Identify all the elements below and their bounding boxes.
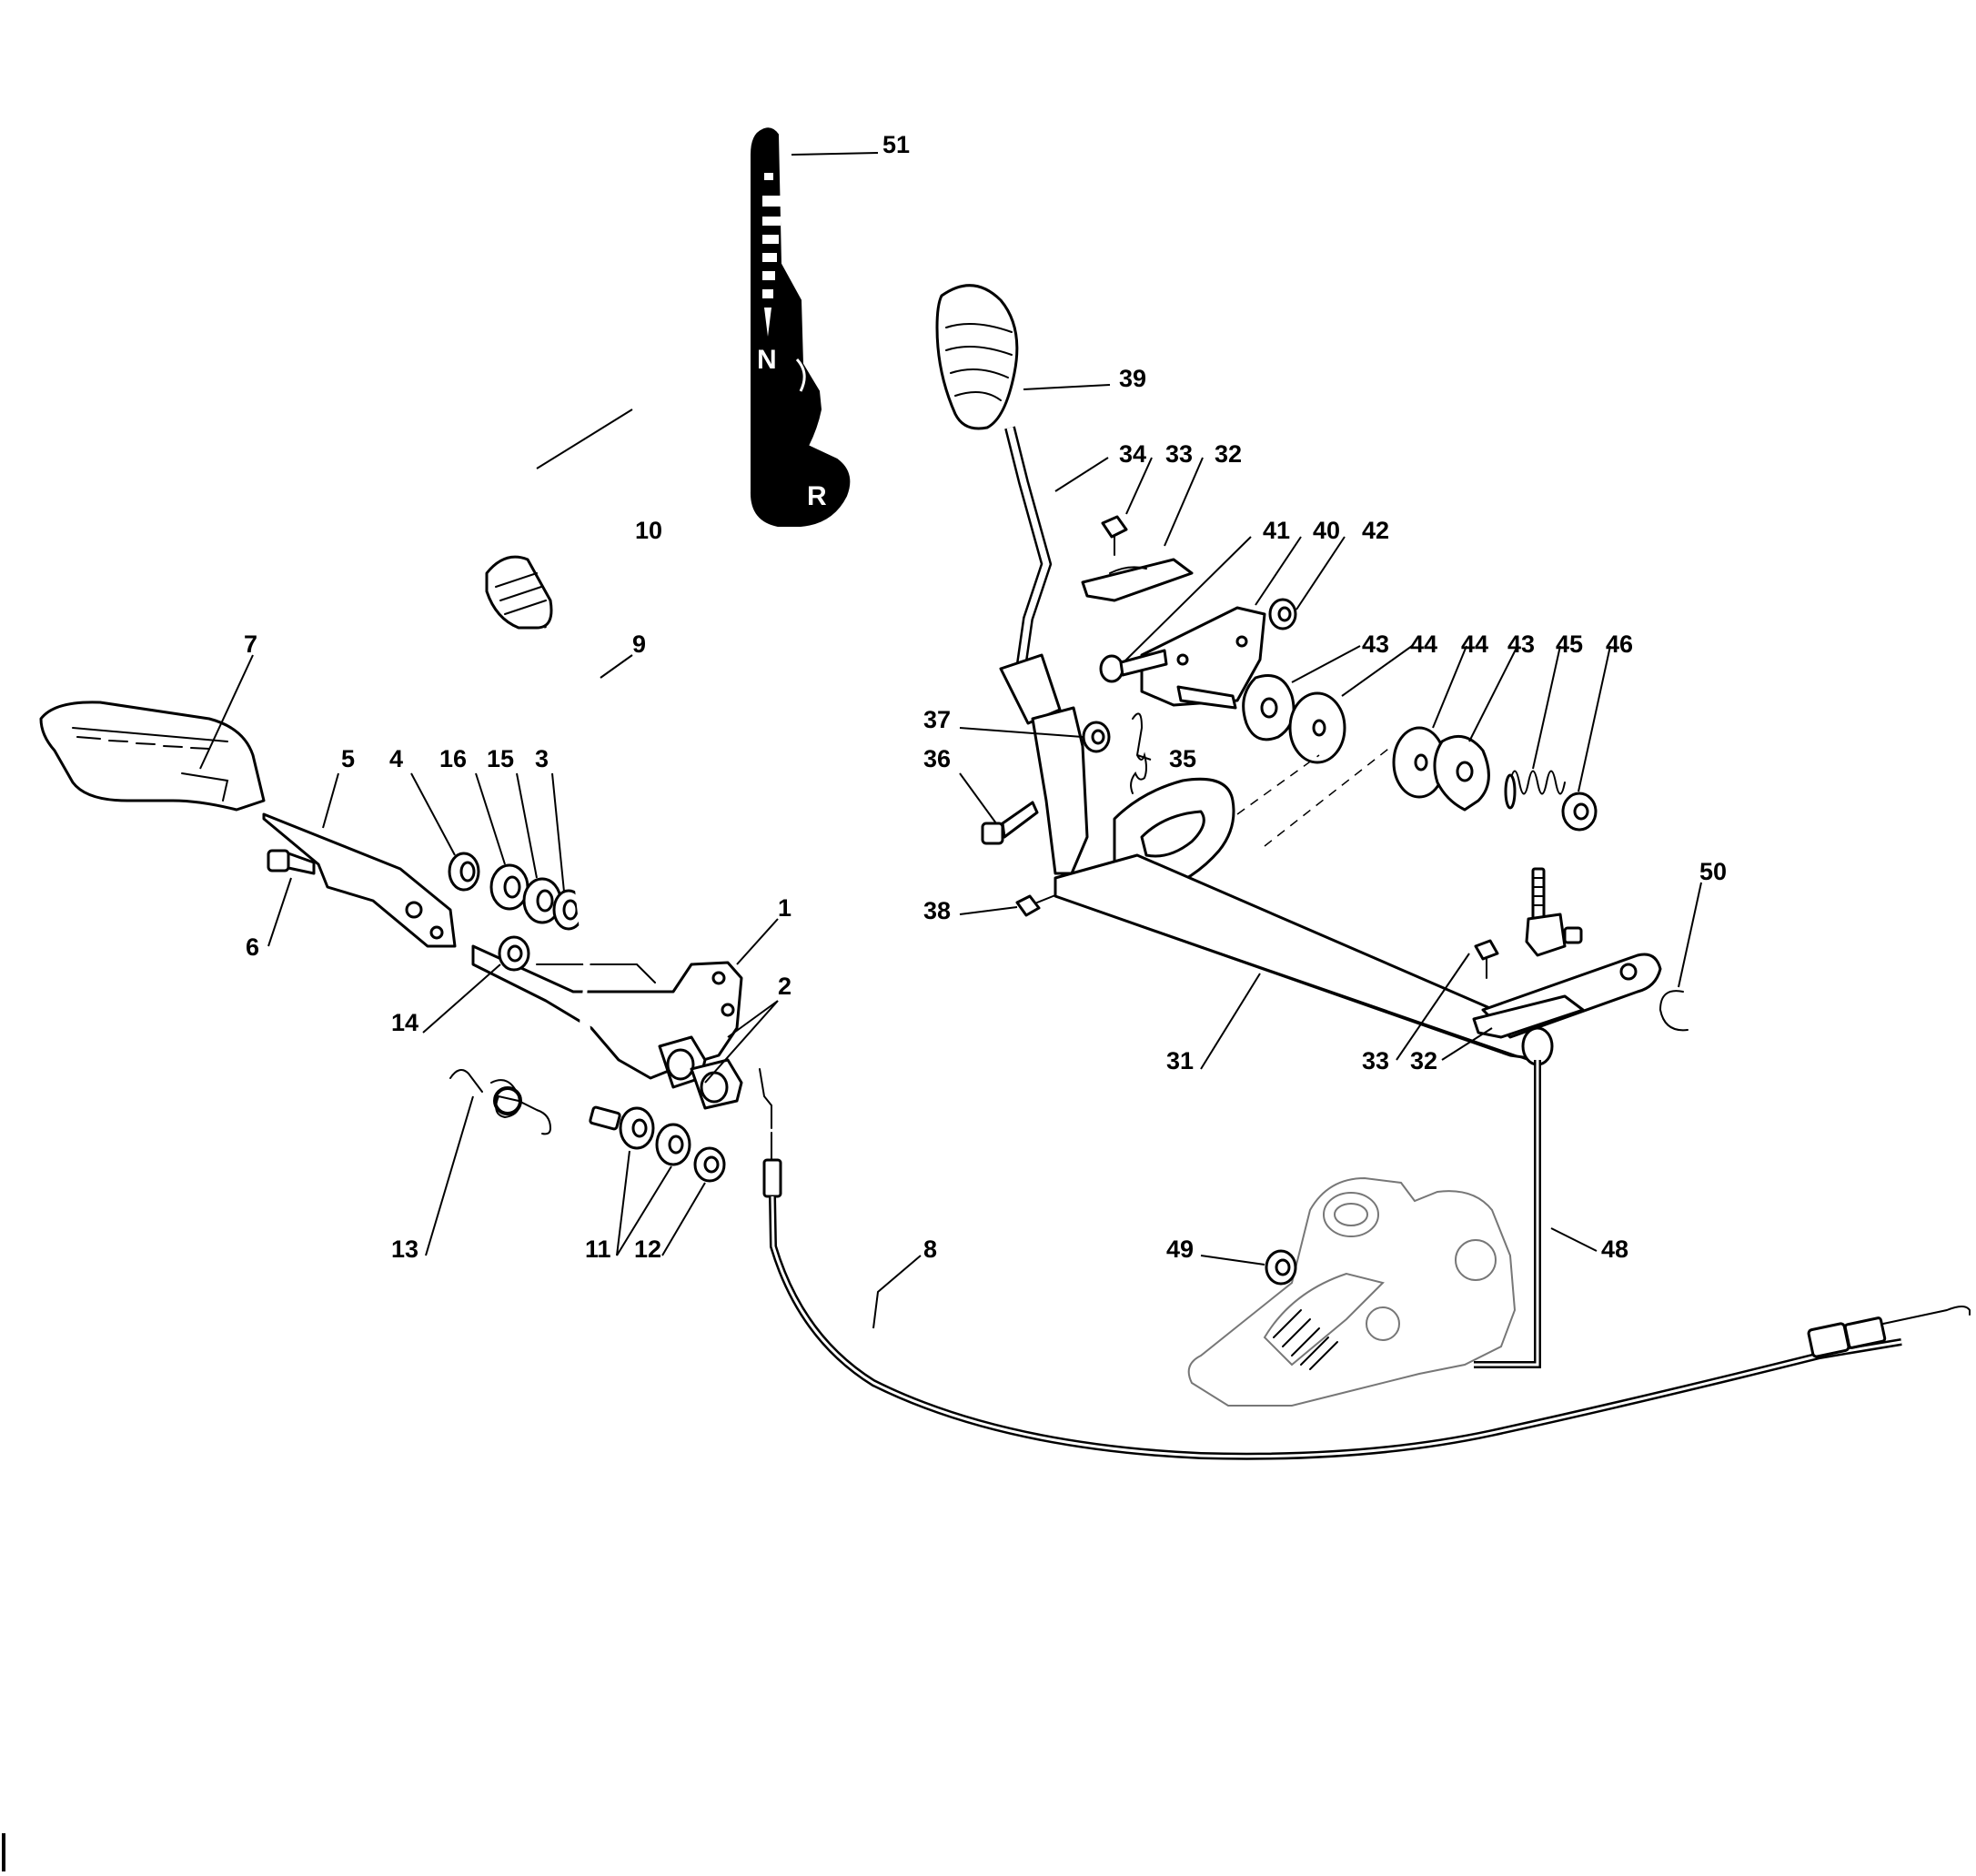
label-39: 39	[1119, 365, 1146, 392]
washer-3	[552, 889, 585, 931]
label-16: 16	[439, 745, 467, 772]
nut-12	[693, 1146, 726, 1183]
spacer-2	[658, 1035, 743, 1110]
label-12: 12	[634, 1236, 661, 1263]
label-32-upper: 32	[1215, 440, 1242, 468]
label-46: 46	[1606, 630, 1633, 658]
washer-11b	[655, 1123, 691, 1166]
decal-reverse-mark: R	[807, 481, 827, 511]
bracket-40	[1140, 606, 1266, 710]
label-36: 36	[923, 745, 951, 772]
transmission-housing	[1187, 1176, 1517, 1407]
label-49: 49	[1166, 1236, 1194, 1263]
label-33-lower: 33	[1362, 1047, 1389, 1074]
label-40: 40	[1313, 517, 1340, 544]
disc-43-right	[1433, 734, 1490, 812]
label-38: 38	[923, 897, 951, 924]
bolt-6	[267, 849, 316, 875]
label-2: 2	[778, 973, 791, 1000]
nut-42	[1268, 598, 1297, 630]
label-9: 9	[632, 630, 646, 658]
callout-labels: 51 39 34 33 32 41 40 42 43 44 44 43 45 4…	[244, 131, 1727, 1263]
label-3: 3	[535, 745, 549, 772]
rod-48	[1474, 1060, 1541, 1368]
washer-16	[489, 863, 529, 911]
disc-43-left	[1242, 674, 1295, 741]
pedal-bracket-5	[262, 812, 457, 948]
cross-shaft-31	[1054, 853, 1554, 1066]
label-10: 10	[635, 517, 662, 544]
label-5: 5	[341, 745, 355, 772]
spring-35	[1130, 712, 1147, 794]
label-8: 8	[923, 1236, 937, 1263]
screw-38	[1015, 893, 1061, 917]
label-44-right: 44	[1461, 630, 1488, 658]
label-31: 31	[1166, 1047, 1194, 1074]
label-14: 14	[391, 1009, 418, 1036]
decal-neutral-mark: N	[757, 345, 777, 375]
washer-15	[522, 877, 562, 924]
label-37: 37	[923, 706, 951, 733]
clamp-32-upper	[1081, 558, 1194, 602]
label-11: 11	[585, 1236, 611, 1263]
lever-rod-9	[543, 626, 696, 1131]
shift-lever-34	[999, 426, 1062, 725]
label-50: 50	[1699, 858, 1727, 885]
label-33-upper: 33	[1165, 440, 1193, 468]
nut-37	[1082, 721, 1111, 753]
lever-knob-10	[485, 555, 553, 630]
label-48: 48	[1601, 1236, 1628, 1263]
label-34: 34	[1119, 440, 1146, 468]
label-43-right: 43	[1507, 630, 1535, 658]
nut-46	[1561, 792, 1598, 832]
cable-8	[759, 1068, 1971, 1460]
nut-14	[498, 935, 530, 972]
clamp-32-lower	[1472, 994, 1585, 1039]
bolt-36	[981, 801, 1039, 845]
leader-lines	[199, 152, 1702, 1329]
label-7: 7	[244, 630, 257, 658]
label-1: 1	[778, 894, 791, 922]
bolt-41	[1099, 649, 1168, 683]
spring-13	[449, 1069, 552, 1135]
label-13: 13	[391, 1236, 418, 1263]
nut-4	[448, 852, 480, 892]
label-4: 4	[389, 745, 403, 772]
label-42: 42	[1362, 517, 1389, 544]
clip-50	[1658, 990, 1689, 1032]
label-32-lower: 32	[1410, 1047, 1437, 1074]
washer-11a	[619, 1106, 655, 1150]
label-43-left: 43	[1362, 630, 1389, 658]
label-44-left: 44	[1410, 630, 1437, 658]
label-45: 45	[1556, 630, 1583, 658]
label-6: 6	[246, 933, 259, 961]
spring-45	[1504, 770, 1566, 810]
margin-mark	[2, 1833, 5, 1871]
screw-33-upper	[1101, 515, 1128, 556]
shift-gate-decal: N R	[750, 127, 851, 527]
disc-44-left	[1288, 691, 1346, 764]
screw-33-lower	[1474, 939, 1499, 979]
label-35: 35	[1169, 745, 1196, 772]
shift-knob-39	[935, 284, 1019, 430]
label-41: 41	[1263, 517, 1290, 544]
pedal-grip-7	[39, 701, 266, 812]
nut-49	[1265, 1249, 1297, 1286]
label-15: 15	[487, 745, 514, 772]
label-51: 51	[882, 131, 910, 158]
